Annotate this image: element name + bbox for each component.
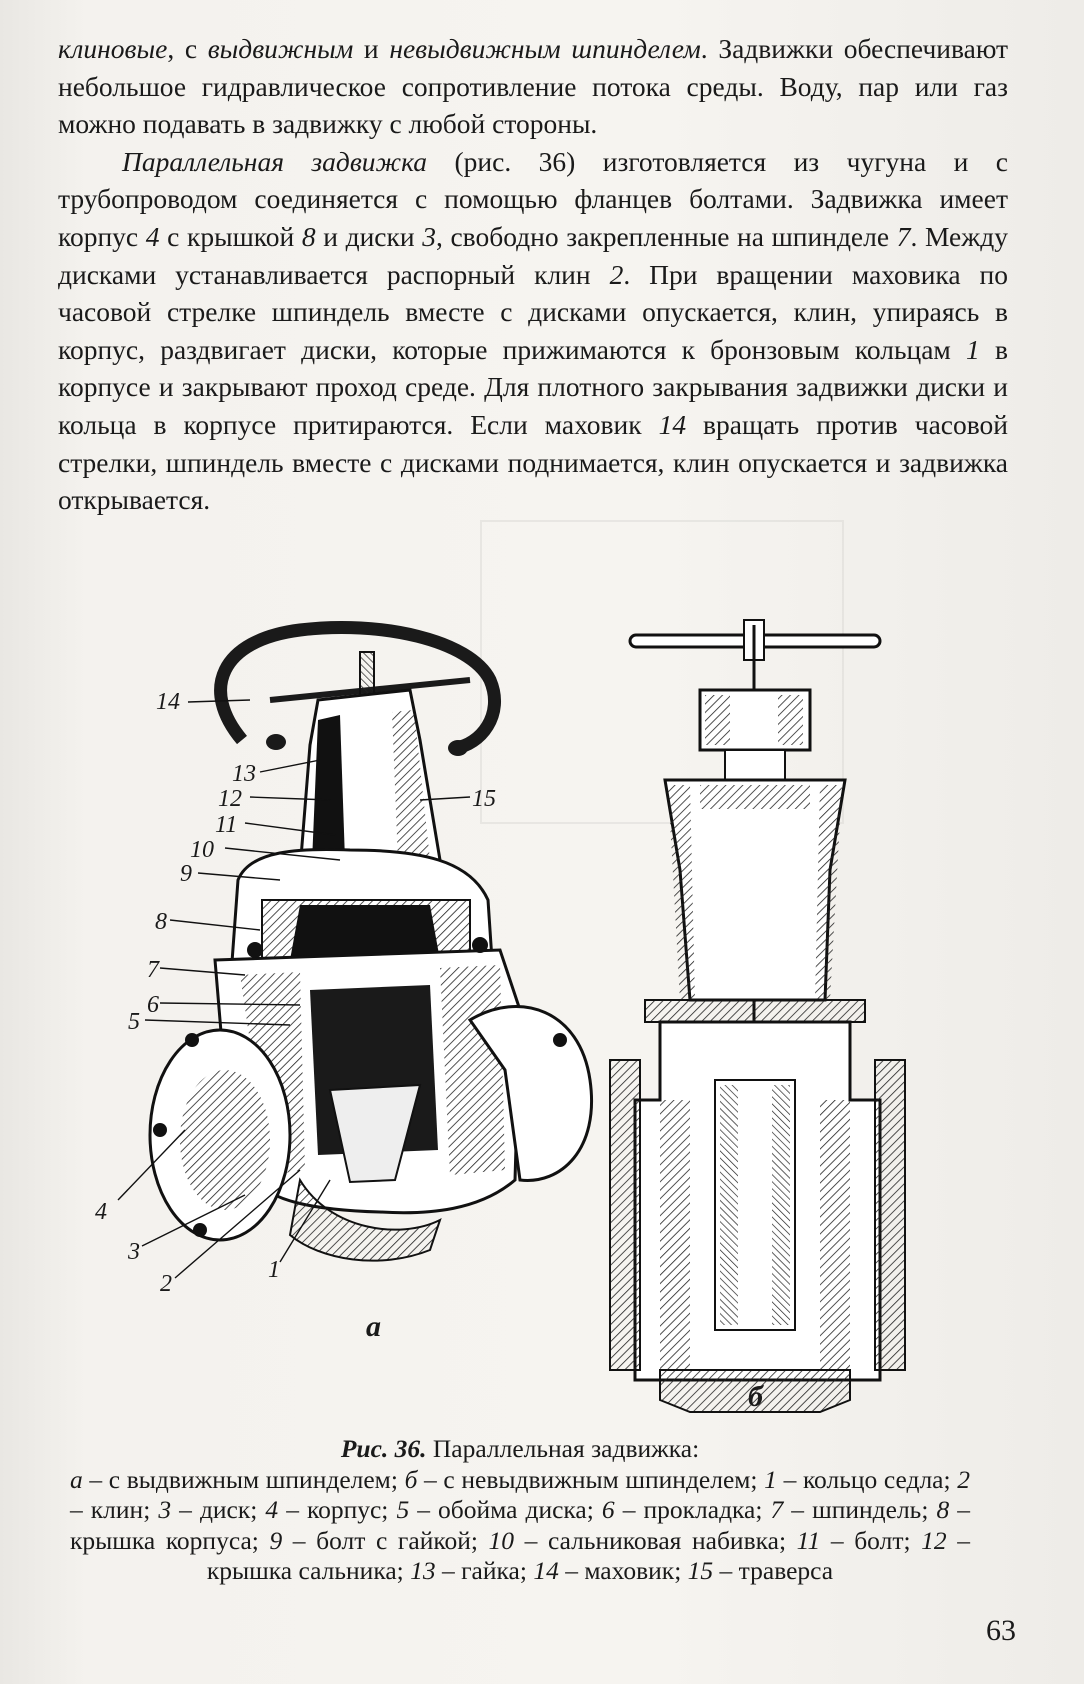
italic-term: выдвижным bbox=[207, 33, 354, 64]
paragraph-1: клиновые, с выдвижным и невыдвижным шпин… bbox=[58, 30, 1008, 143]
text-run: . При вращении маховика по часовой стрел… bbox=[58, 258, 1008, 365]
caption-desc: – гайка; bbox=[435, 1556, 534, 1586]
caption-key: 15 bbox=[687, 1556, 714, 1586]
caption-title-text: Параллельная задвижка: bbox=[426, 1434, 700, 1463]
caption-key: 9 bbox=[269, 1525, 283, 1555]
text-run: , свободно закрепленные на шпинделе bbox=[435, 220, 897, 252]
caption-desc: – с невыдвижным шпинделем; bbox=[417, 1464, 765, 1494]
figure-caption: Рис. 36. Параллельная задвижка: а – с вы… bbox=[70, 1434, 970, 1587]
text-run: , с bbox=[167, 33, 208, 64]
caption-desc: – сальниковая набивка; bbox=[514, 1525, 797, 1555]
figure-label-a: а bbox=[366, 1310, 381, 1343]
callout-11: 11 bbox=[215, 812, 238, 838]
caption-desc: – кольцо седла; bbox=[776, 1464, 958, 1494]
caption-desc: – с выдвижным шпинделем; bbox=[82, 1464, 405, 1494]
callout-10: 10 bbox=[190, 837, 214, 863]
caption-key: 6 bbox=[601, 1495, 615, 1525]
caption-key: 10 bbox=[488, 1525, 515, 1555]
italic-term: невыдвижным шпинделем bbox=[389, 33, 701, 64]
text-run: и диски bbox=[315, 220, 423, 252]
valve-b-drawing bbox=[609, 619, 906, 1413]
caption-desc: – шпиндель; bbox=[783, 1495, 937, 1525]
ref-number: 2 bbox=[609, 258, 624, 290]
caption-key: 13 bbox=[410, 1556, 436, 1586]
handwheel-a bbox=[214, 621, 501, 755]
paragraph-2: Параллельная задвижка (рис. 36) изготовл… bbox=[58, 143, 1008, 519]
caption-key: 11 bbox=[796, 1525, 821, 1555]
ref-number: 1 bbox=[966, 333, 980, 365]
caption-desc: – обойма диска; bbox=[409, 1495, 602, 1525]
caption-figure-number: Рис. 36. bbox=[340, 1434, 427, 1463]
ref-number: 14 bbox=[658, 408, 687, 440]
caption-desc: – прокладка; bbox=[614, 1495, 771, 1525]
caption-desc: – болт; bbox=[820, 1525, 922, 1555]
text-run: вращать против часовой стрелки, шпиндель… bbox=[58, 408, 1008, 516]
callout-1: 1 bbox=[268, 1257, 280, 1283]
text-run: . Задвижки обеспечивают небольшое гидрав… bbox=[58, 33, 1009, 140]
callout-15: 15 bbox=[472, 786, 496, 812]
page-number: 63 bbox=[986, 1614, 1016, 1647]
ref-number: 3 bbox=[422, 220, 436, 252]
body-text: клиновые, с выдвижным и невыдвижным шпин… bbox=[58, 30, 1008, 519]
caption-desc: – диск; bbox=[171, 1495, 266, 1525]
caption-key: 1 bbox=[764, 1464, 777, 1494]
callout-3: 3 bbox=[128, 1239, 140, 1265]
caption-key: 5 bbox=[396, 1495, 410, 1525]
caption-key: 12 bbox=[921, 1525, 947, 1555]
italic-term: клиновые bbox=[58, 33, 168, 64]
caption-desc: – корпус; bbox=[278, 1495, 397, 1525]
callout-12: 12 bbox=[218, 786, 242, 812]
callout-5: 5 bbox=[128, 1009, 140, 1035]
callout-14: 14 bbox=[156, 689, 180, 715]
caption-key: 7 bbox=[770, 1495, 784, 1525]
ref-number: 8 bbox=[301, 220, 316, 252]
flange-right bbox=[467, 1005, 593, 1182]
caption-desc: – крышка сальника; bbox=[206, 1525, 971, 1586]
callout-8: 8 bbox=[155, 909, 167, 935]
figure-label-b: б bbox=[748, 1380, 763, 1413]
callout-leaders bbox=[117, 699, 471, 1279]
callout-2: 2 bbox=[160, 1271, 172, 1297]
callout-4: 4 bbox=[95, 1199, 107, 1225]
caption-key: 2 bbox=[957, 1464, 970, 1494]
text-run: и bbox=[353, 33, 390, 64]
text-run: (рис. 36) изготовляется из чугуна и с тр… bbox=[58, 145, 1008, 252]
caption-key: 8 bbox=[936, 1495, 950, 1525]
text-run: . Между дисками устанавливается распорны… bbox=[58, 220, 1008, 290]
text-run: с крышкой bbox=[159, 220, 302, 252]
callout-7: 7 bbox=[147, 957, 159, 983]
caption-desc: – клин; bbox=[70, 1495, 159, 1525]
caption-desc: – крышка корпуса; bbox=[70, 1495, 970, 1555]
italic-term: Параллельная задвижка bbox=[122, 145, 428, 177]
text-run: в корпусе и закрывают проход среде. Для … bbox=[58, 333, 1008, 440]
caption-key: 14 bbox=[533, 1556, 559, 1586]
caption-key: 3 bbox=[158, 1495, 172, 1525]
ref-number: 7 bbox=[896, 220, 911, 252]
caption-key: б bbox=[404, 1464, 418, 1494]
ref-number: 4 bbox=[145, 220, 160, 252]
caption-key: 4 bbox=[265, 1495, 279, 1525]
caption-legend: а – с выдвижным шпинделем; б – с невыдви… bbox=[70, 1465, 970, 1587]
caption-desc: – траверса bbox=[713, 1556, 834, 1586]
callout-9: 9 bbox=[180, 861, 192, 887]
caption-title: Рис. 36. Параллельная задвижка: bbox=[70, 1434, 970, 1465]
caption-key: а bbox=[70, 1464, 83, 1494]
callout-6: 6 bbox=[147, 992, 159, 1018]
callout-13: 13 bbox=[232, 761, 256, 787]
caption-desc: – болт с гайкой; bbox=[282, 1525, 489, 1555]
valve-a-drawing bbox=[117, 621, 593, 1279]
caption-desc: – маховик; bbox=[558, 1556, 688, 1586]
